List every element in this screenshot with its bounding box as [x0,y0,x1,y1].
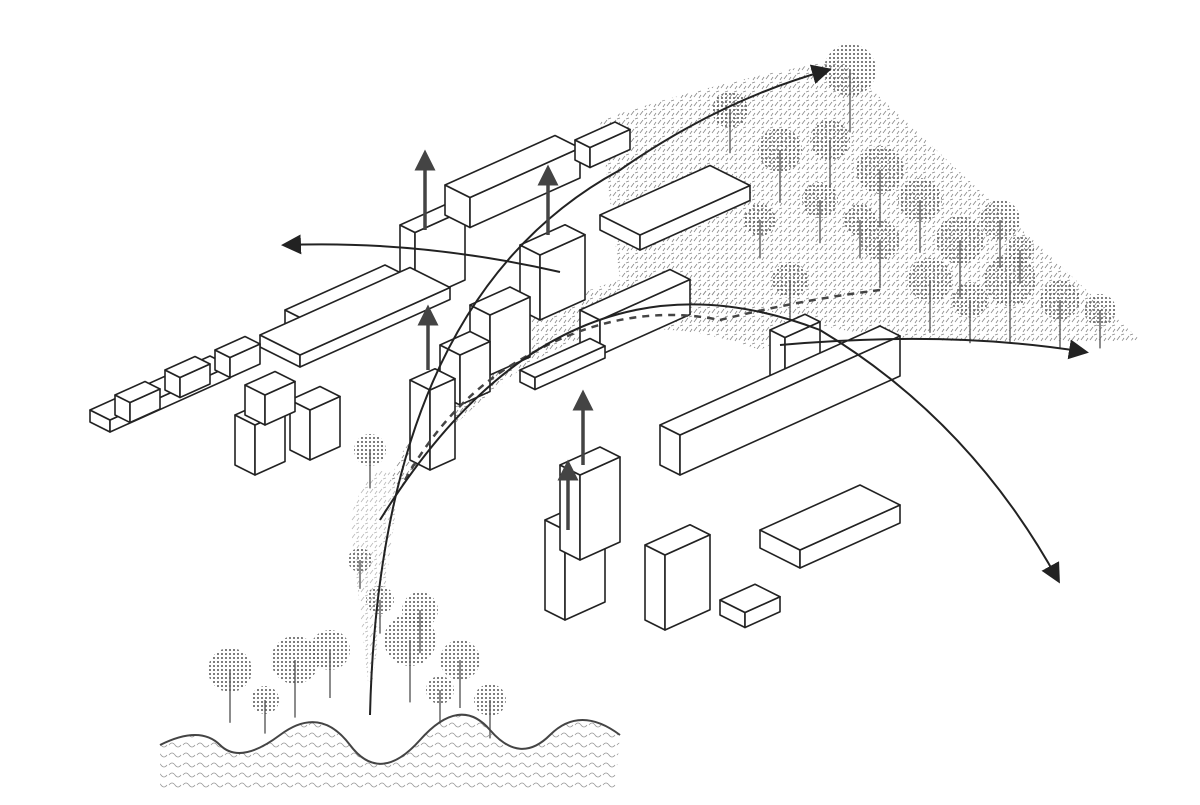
tree [772,262,808,324]
house [164,355,211,399]
tree [802,182,838,244]
tree [758,128,802,203]
tree [271,636,319,718]
tree [402,592,438,654]
tree [824,44,876,133]
tree [426,676,454,724]
tree [208,648,252,723]
podium-building [259,266,451,368]
tree [810,120,850,188]
slab-building [574,121,631,169]
courtyard-building [759,484,901,569]
tree [354,434,386,489]
house [214,335,261,379]
block-building [289,385,341,461]
flow-arrow-east [779,337,1089,360]
tree [952,282,988,344]
tree [1040,280,1080,348]
curved-slab-building [659,325,901,476]
shoreline [159,713,621,765]
tree [1006,236,1034,284]
green-corridor [390,280,800,490]
tree [898,178,942,253]
block-building [244,370,296,426]
tree [348,548,372,589]
green-strip [350,471,400,700]
house [114,380,161,424]
stepped-building [519,337,606,391]
tree [984,254,1036,343]
tower-building [644,523,711,631]
amphitheatre-building [599,164,751,251]
tree [1084,294,1116,349]
tree [856,146,904,228]
flow-arrow-northeast [369,64,832,716]
water-body [160,714,620,790]
tree [440,640,480,708]
tree [251,686,279,734]
tree [908,258,952,333]
tree [844,204,876,259]
courtyard-building [719,583,781,629]
tree [310,630,350,698]
flow-arrow-southeast [379,303,1060,584]
tree [744,204,776,259]
slab-building [444,134,581,229]
flow-arrow-west [281,234,561,273]
tree [712,92,748,154]
tree [366,586,394,634]
